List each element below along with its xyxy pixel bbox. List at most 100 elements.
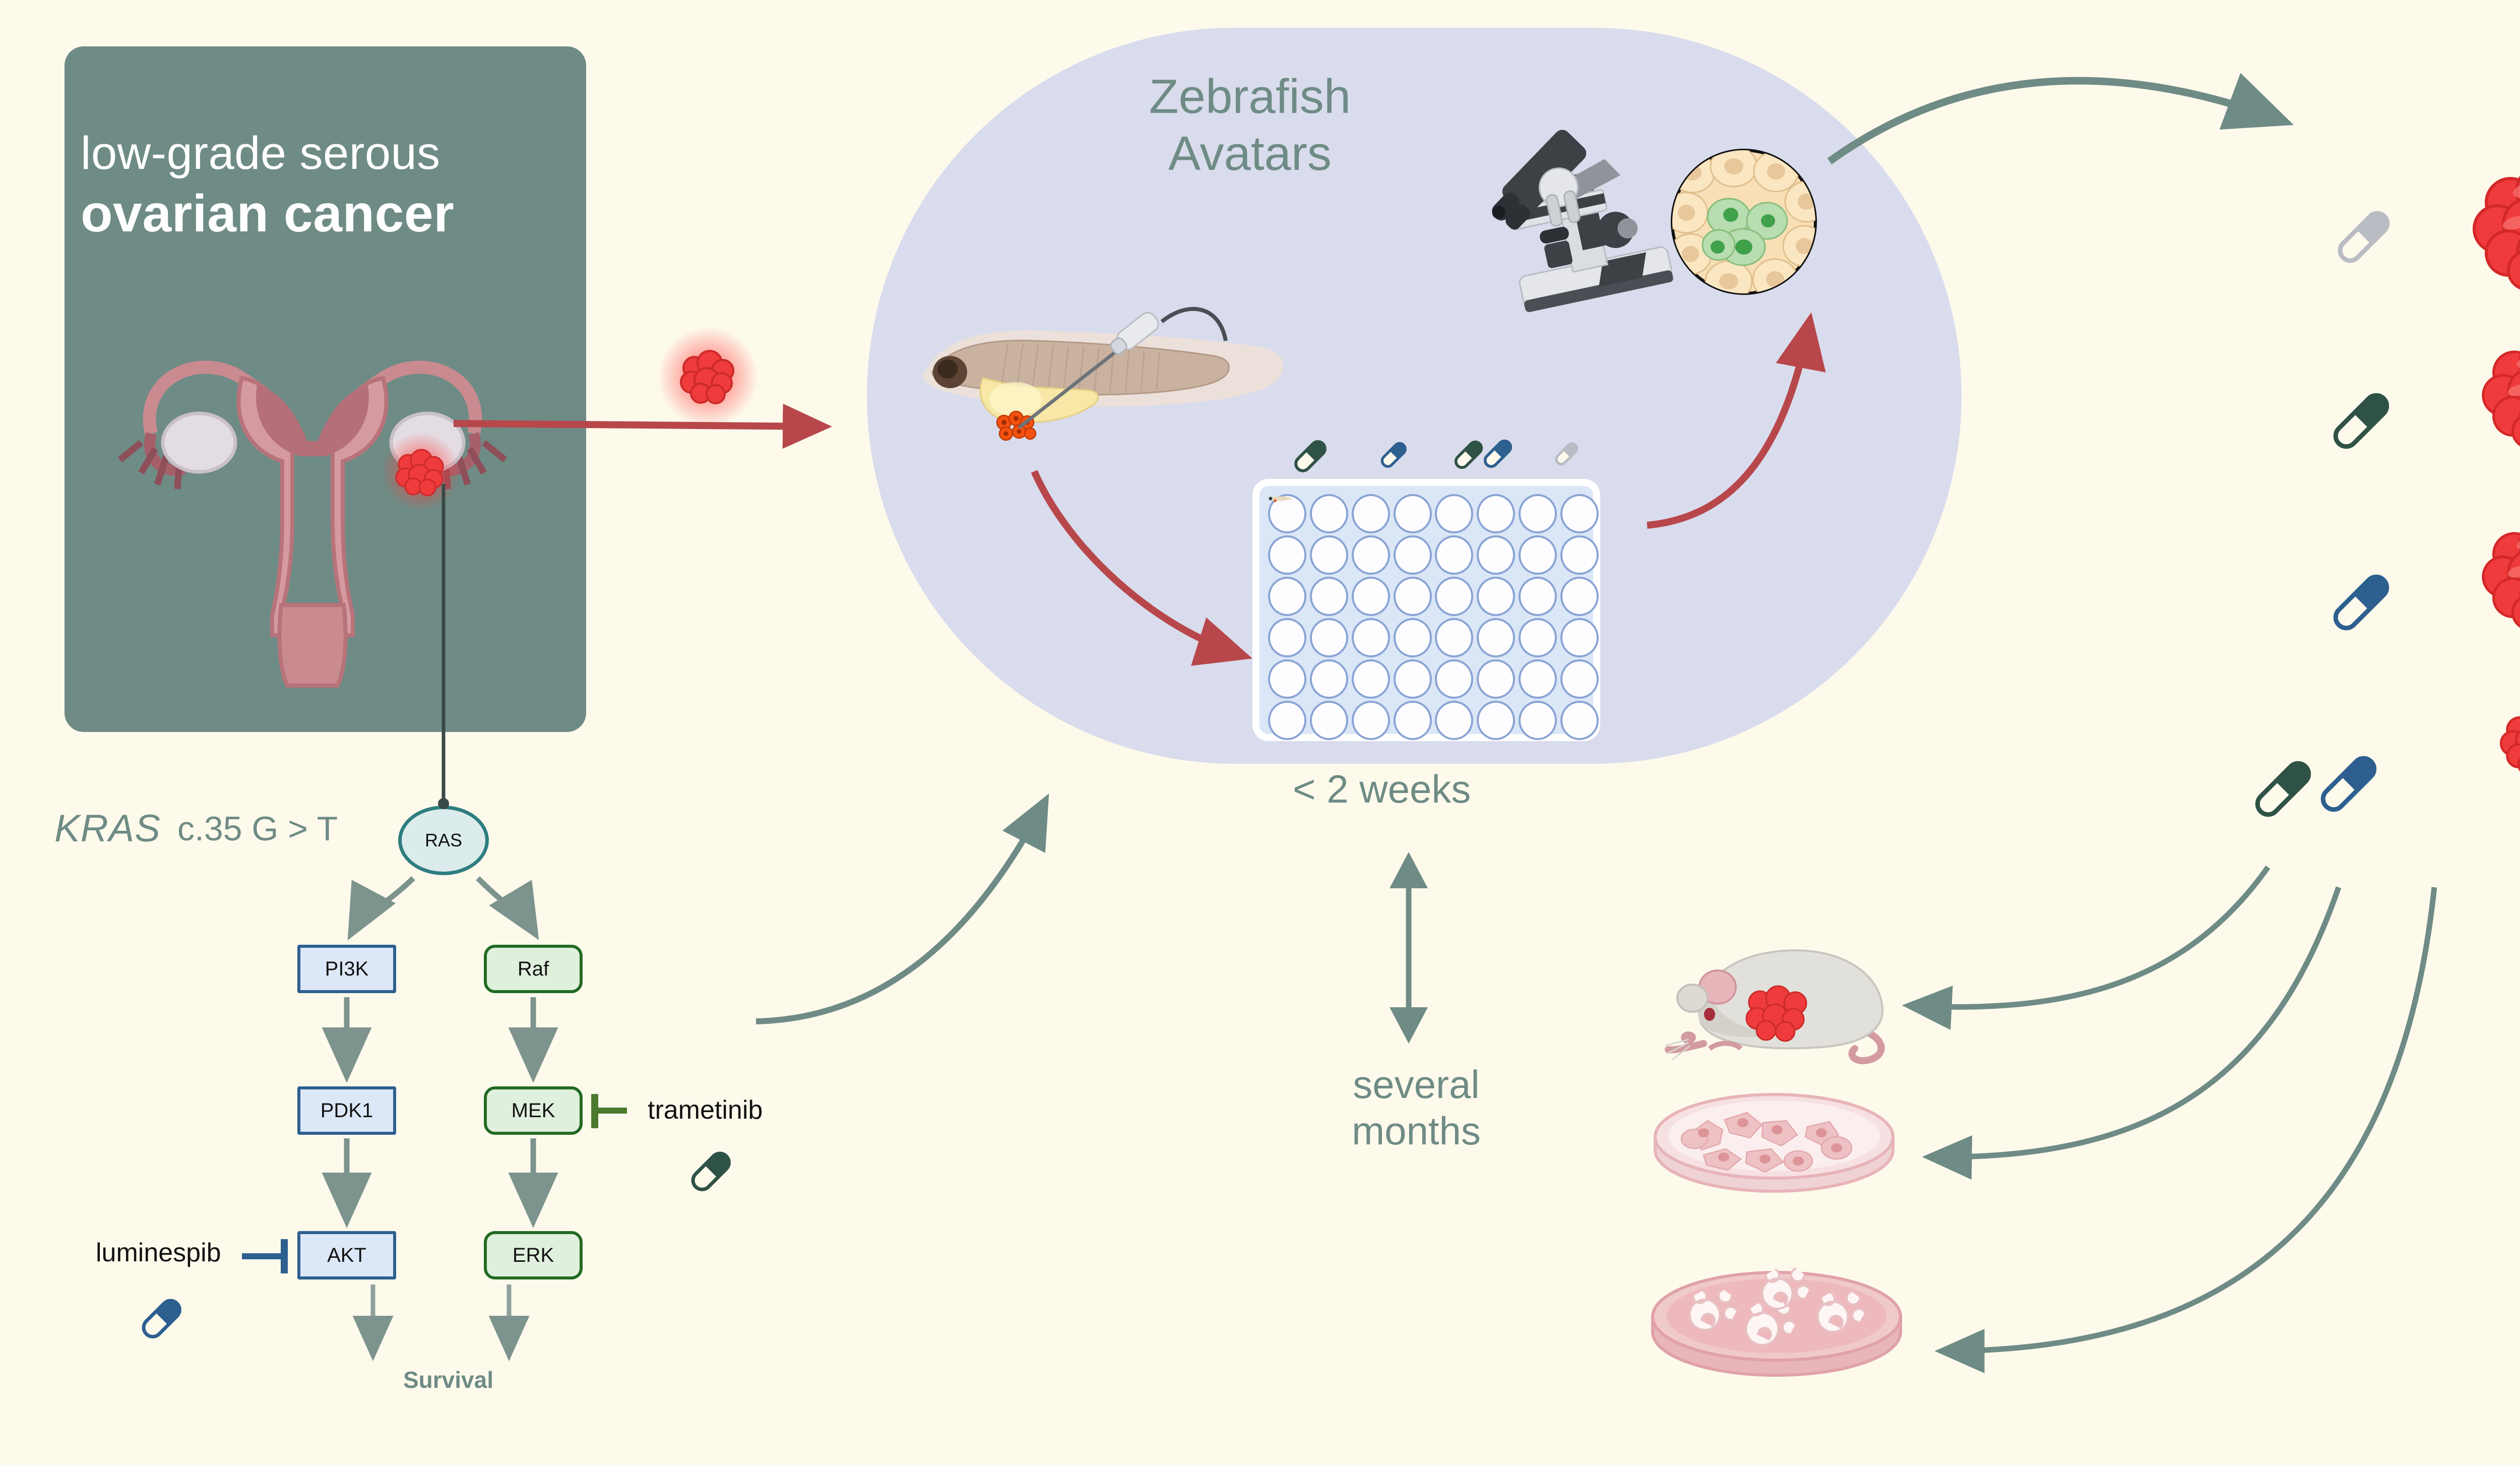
result-pill-combo-blue-icon	[2320, 756, 2377, 812]
plate-well[interactable]	[1269, 496, 1433, 658]
card-title-line1: low-grade serous	[81, 128, 440, 179]
cell-culture-dish-illustration	[1654, 1093, 1895, 1193]
plate-well[interactable]	[1269, 496, 1600, 741]
result-pill-combo-green-icon	[2255, 761, 2311, 817]
node-pdk1: PDK1	[297, 1086, 396, 1135]
card-title-line2: ovarian cancer	[81, 185, 455, 243]
slow-label-line2: months	[1352, 1109, 1481, 1153]
plate-well[interactable]	[1269, 496, 1517, 576]
inhibition-trametinib	[591, 1094, 627, 1128]
plate-well[interactable]	[1269, 493, 1392, 534]
result-tumor-largest	[2473, 175, 2520, 290]
plate-well[interactable]	[1267, 496, 1308, 617]
plate-well[interactable]	[1269, 493, 1350, 534]
title-line-1: Zebrafish	[1149, 70, 1351, 124]
plate-well[interactable]	[1269, 496, 1600, 576]
plate-pill-grey-icon	[1555, 442, 1579, 466]
plate-well[interactable]	[1269, 496, 1475, 741]
ovarian-tumor-highlight	[382, 432, 460, 511]
plate-well[interactable]	[1269, 496, 1392, 741]
plate-well[interactable]	[1267, 496, 1308, 700]
plate-well[interactable]	[1269, 496, 1600, 617]
plate-well[interactable]	[1269, 496, 1392, 700]
plate-well[interactable]	[1269, 496, 1433, 700]
trametinib-pill-icon	[691, 1151, 731, 1191]
result-tumor-large-b	[2482, 532, 2520, 628]
result-pill-blue-icon	[2333, 574, 2389, 631]
arrow-results-to-culture	[1922, 886, 2342, 1180]
plate-well[interactable]	[1269, 496, 1559, 741]
node-pi3k: PI3K	[297, 945, 396, 993]
plate-well[interactable]	[1269, 496, 1350, 576]
plate-well[interactable]	[1269, 496, 1600, 658]
plate-well[interactable]	[1269, 496, 1475, 576]
plate-well[interactable]	[1269, 496, 1433, 576]
plate-well[interactable]	[1269, 496, 1559, 658]
plate-well[interactable]	[1267, 496, 1308, 576]
node-mek: MEK	[484, 1086, 583, 1135]
inhibition-luminespib	[242, 1239, 288, 1273]
arrow-pathway-to-avatar	[755, 793, 1049, 1024]
survival-label: Survival	[403, 1367, 493, 1393]
plate-well[interactable]	[1269, 496, 1350, 617]
slow-timeline-label: several months	[1310, 1061, 1522, 1154]
well-grid	[1267, 493, 1600, 741]
arrow-ras-to-raf	[476, 876, 539, 940]
timeline-double-arrow	[1390, 852, 1428, 1044]
result-pill-grey-icon	[2338, 211, 2390, 263]
node-raf: Raf	[484, 945, 583, 993]
multiwell-plate[interactable]	[1252, 479, 1600, 741]
result-tumor-large-a	[2482, 350, 2520, 447]
plate-well[interactable]	[1269, 496, 1559, 576]
luminespib-label: luminespib	[96, 1238, 221, 1267]
plate-well[interactable]	[1269, 496, 1475, 658]
plate-well[interactable]	[1269, 496, 1392, 617]
mouse-xenograft-illustration	[1665, 949, 1885, 1064]
plate-pill-combo-green-icon	[1454, 440, 1483, 469]
plate-well[interactable]	[1269, 496, 1517, 617]
kras-variant-label: c.35 G > T	[177, 810, 338, 848]
zebrafish-larva-injection-illustration	[923, 307, 1284, 441]
plate-well[interactable]	[1269, 493, 1475, 534]
cell-inset-circle	[1671, 149, 1817, 295]
node-ras: RAS	[398, 806, 489, 875]
plate-well[interactable]	[1269, 496, 1517, 741]
plate-well[interactable]	[1269, 496, 1559, 700]
organoid-dish-illustration	[1651, 1267, 1902, 1377]
plate-well[interactable]	[1269, 493, 1433, 534]
plate-well[interactable]	[1269, 493, 1600, 534]
plate-well[interactable]	[1269, 496, 1392, 576]
plate-well[interactable]	[1269, 496, 1517, 658]
plate-well[interactable]	[1269, 493, 1517, 534]
fast-timeline-label: < 2 weeks	[1293, 767, 1471, 811]
plate-well[interactable]	[1269, 496, 1475, 617]
plate-well[interactable]	[1269, 496, 1517, 700]
plate-well[interactable]	[1269, 496, 1350, 741]
slow-label-line1: several	[1353, 1062, 1480, 1107]
plate-pill-dark-green-icon	[1294, 440, 1327, 472]
plate-well[interactable]	[1269, 496, 1350, 658]
plate-well[interactable]	[1267, 496, 1308, 658]
title-line-2: Avatars	[1168, 127, 1332, 181]
arrow-results-to-mouse	[1902, 865, 2271, 1030]
plate-well[interactable]	[1269, 496, 1433, 617]
uterus-ovaries-illustration	[117, 360, 508, 688]
node-erk: ERK	[484, 1231, 583, 1279]
node-akt: AKT	[297, 1231, 396, 1279]
plate-well[interactable]	[1269, 496, 1350, 700]
plate-well[interactable]	[1267, 496, 1308, 741]
arrow-avatar-to-results	[1827, 73, 2294, 165]
plate-well[interactable]	[1269, 496, 1392, 658]
plate-well[interactable]	[1269, 496, 1475, 700]
kras-gene-label: KRAS	[54, 807, 161, 850]
plate-well[interactable]	[1269, 496, 1600, 700]
arrow-results-to-organoid	[1934, 887, 2437, 1373]
result-tumor-smallest	[2500, 716, 2520, 772]
plate-well[interactable]	[1269, 493, 1559, 534]
plate-well[interactable]	[1269, 496, 1433, 741]
zebrafish-avatars-title: Zebrafish Avatars	[1074, 68, 1426, 182]
tumor-sample-icon	[658, 327, 759, 428]
plate-well[interactable]	[1269, 496, 1559, 617]
microscope-icon	[1492, 130, 1673, 313]
